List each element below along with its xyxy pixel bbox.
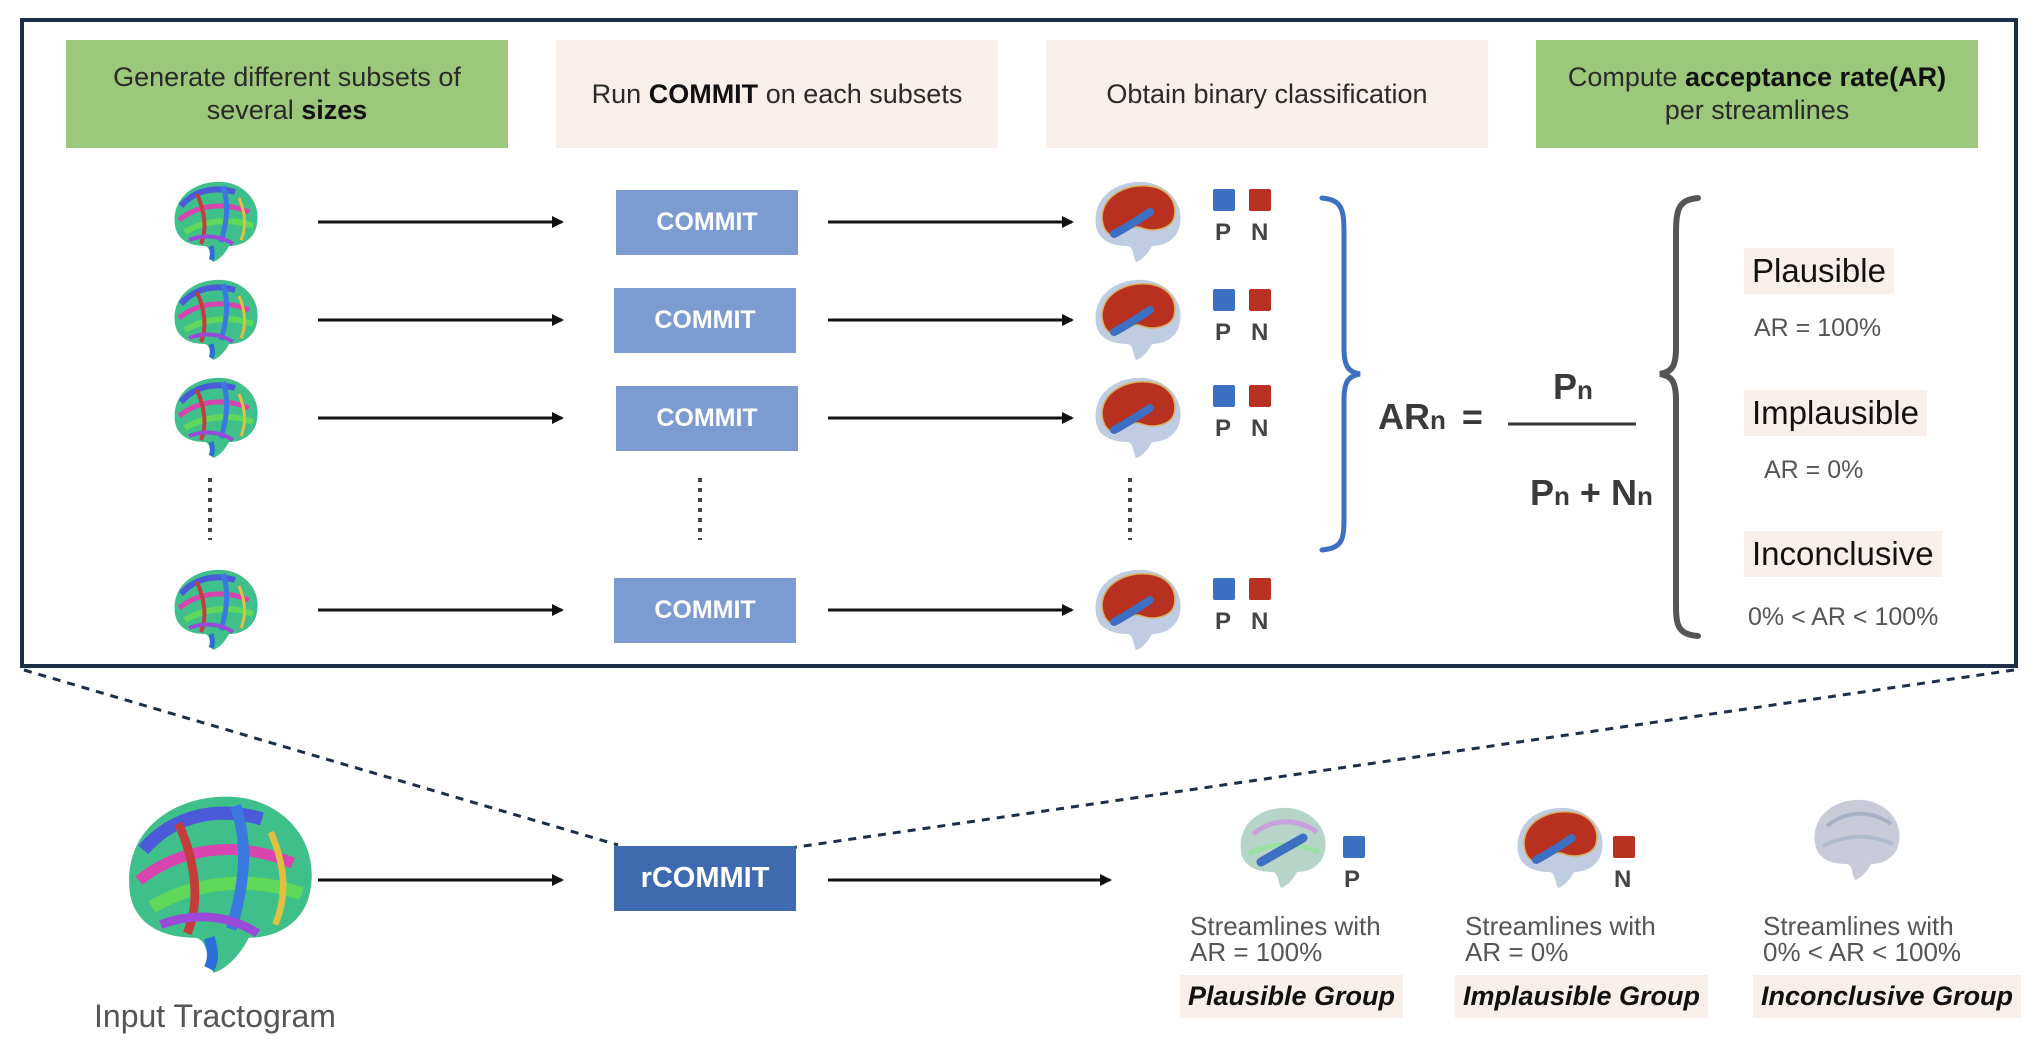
formula-lhs: ARn = xyxy=(1378,396,1483,438)
commit-box-1: COMMIT xyxy=(616,190,798,255)
header-compute-ar: Compute acceptance rate(AR)per streamlin… xyxy=(1536,40,1978,148)
implausible-group-desc: Streamlines with AR = 0% xyxy=(1465,913,1656,965)
negative-square xyxy=(1249,385,1271,407)
inconclusive-group-brain-icon xyxy=(1814,799,1900,880)
plausible-group-brain-icon xyxy=(1240,807,1326,888)
category-inconclusive: Inconclusive xyxy=(1744,531,1942,577)
formula-numerator: Pn xyxy=(1553,366,1593,408)
positive-square xyxy=(1213,289,1235,311)
header-compute-line2: per streamlines xyxy=(1664,95,1850,125)
implausible-group-name: Implausible Group xyxy=(1455,975,1709,1018)
p-label: P xyxy=(1215,608,1232,635)
plausible-group-line1: Streamlines with xyxy=(1190,911,1381,941)
n-label: N xyxy=(1251,608,1269,635)
zoom-line-left xyxy=(23,668,619,847)
header-run-post: on each subsets xyxy=(758,78,963,109)
negative-square xyxy=(1249,189,1271,211)
zoom-frame xyxy=(20,18,2018,668)
formula-lhs-main: AR xyxy=(1378,396,1430,437)
header-generate-line1: Generate different subsets of xyxy=(113,62,461,92)
p-label: P xyxy=(1215,219,1232,246)
n-label: N xyxy=(1251,219,1269,246)
formula-den-p: P xyxy=(1530,472,1555,513)
plausible-group-p-label: P xyxy=(1344,866,1361,893)
positive-square xyxy=(1213,189,1235,211)
implausible-group-brain-icon xyxy=(1518,808,1603,888)
formula-denominator: Pn + Nn xyxy=(1510,430,1653,514)
category-inconclusive-ar: 0% < AR < 100% xyxy=(1748,603,1939,631)
inconclusive-group-line1: Streamlines with xyxy=(1763,911,1954,941)
header-generate-bold: sizes xyxy=(301,95,368,125)
formula-den-n-sub: n xyxy=(1636,481,1653,511)
inconclusive-group-desc: Streamlines with 0% < AR < 100% xyxy=(1763,913,1961,965)
commit-box-2: COMMIT xyxy=(614,288,796,353)
category-implausible: Implausible xyxy=(1744,390,1927,436)
positive-square xyxy=(1213,385,1235,407)
zoom-line-right xyxy=(789,668,2015,850)
formula-equals: = xyxy=(1461,396,1483,437)
implausible-group-line1: Streamlines with xyxy=(1465,911,1656,941)
implausible-group-n-square xyxy=(1613,836,1635,858)
commit-box-3: COMMIT xyxy=(616,386,798,451)
negative-square xyxy=(1249,289,1271,311)
formula-den-n: N xyxy=(1610,472,1637,513)
p-label: P xyxy=(1215,415,1232,442)
p-label: P xyxy=(1215,319,1232,346)
n-label: N xyxy=(1251,415,1269,442)
formula-den-p-sub: n xyxy=(1554,481,1570,511)
header-run-bold: COMMIT xyxy=(648,78,759,109)
commit-box-4: COMMIT xyxy=(614,578,796,643)
implausible-group-n-label: N xyxy=(1614,866,1632,893)
grey-curly-brace-icon xyxy=(1659,195,1701,639)
category-plausible: Plausible xyxy=(1744,248,1894,294)
inconclusive-group-line2: 0% < AR < 100% xyxy=(1763,937,1962,967)
plausible-group-name: Plausible Group xyxy=(1180,975,1404,1018)
plausible-group-line2: AR = 100% xyxy=(1190,937,1323,967)
formula-num-p: P xyxy=(1553,366,1578,407)
positive-square xyxy=(1213,578,1235,600)
formula-num-sub: n xyxy=(1577,375,1593,405)
header-obtain-text: Obtain binary classification xyxy=(1106,78,1428,109)
input-tractogram-icon xyxy=(129,797,312,973)
formula-lhs-sub: n xyxy=(1430,405,1446,435)
input-tractogram-label: Input Tractogram xyxy=(94,998,336,1034)
implausible-group-line2: AR = 0% xyxy=(1465,937,1569,967)
formula-den-plus: + xyxy=(1569,472,1611,513)
header-run-commit: Run COMMIT on each subsets xyxy=(556,40,998,148)
header-compute-pre: Compute xyxy=(1567,62,1685,92)
plausible-group-p-square xyxy=(1343,836,1365,858)
category-plausible-ar: AR = 100% xyxy=(1754,314,1882,342)
header-run-pre: Run xyxy=(591,78,649,109)
negative-square xyxy=(1249,578,1271,600)
header-obtain-classification: Obtain binary classification xyxy=(1046,40,1488,148)
header-generate-line2: several xyxy=(206,95,302,125)
inconclusive-group-name: Inconclusive Group xyxy=(1753,975,2022,1018)
category-implausible-ar: AR = 0% xyxy=(1764,456,1864,484)
n-label: N xyxy=(1251,319,1269,346)
plausible-group-desc: Streamlines with AR = 100% xyxy=(1190,913,1381,965)
header-compute-bold: acceptance rate(AR) xyxy=(1684,62,1947,92)
rcommit-box: rCOMMIT xyxy=(614,846,796,911)
